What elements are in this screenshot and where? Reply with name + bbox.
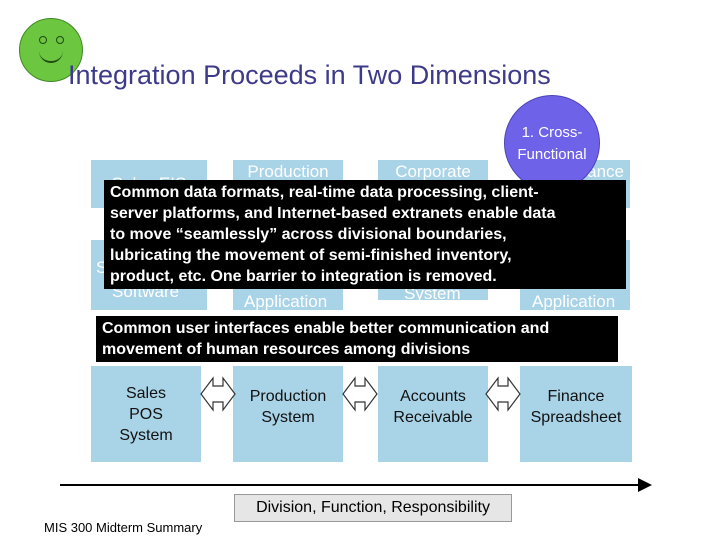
- bottom-box-line: Spreadsheet: [530, 409, 622, 426]
- upper-box-label: Corporate: [395, 162, 471, 181]
- footer-text: MIS 300 Midterm Summary: [44, 520, 203, 535]
- bottom-box-line: Accounts: [400, 388, 466, 405]
- overlay-text-integration: Common data formats, real-time data proc…: [104, 180, 626, 289]
- double-arrow-icon: [342, 376, 378, 412]
- double-arrow-icon: [485, 376, 521, 412]
- bottom-box-line: POS: [129, 405, 163, 423]
- overlay-line: to move “seamlessly” across divisional b…: [110, 226, 507, 243]
- badge-line-2: Functional: [517, 146, 587, 163]
- overlay-line: product, etc. One barrier to integration…: [110, 268, 497, 285]
- bottom-box-accounts: Accounts Receivable: [378, 366, 488, 462]
- bottom-box-line: Production: [249, 388, 327, 405]
- middle-fragment-production: Application: [244, 292, 328, 311]
- overlay-line: Common data formats, real-time data proc…: [110, 184, 539, 201]
- bottom-box-finance: Finance Spreadsheet: [520, 366, 632, 462]
- overlay-line: movement of human resources among divisi…: [102, 341, 471, 358]
- middle-fragment-left: S: [96, 258, 108, 277]
- bottom-box-line: System: [261, 409, 315, 426]
- bottom-box-sales: Sales POS System: [91, 366, 201, 462]
- axis-label: Division, Function, Responsibility: [234, 494, 512, 522]
- cross-functional-badge: 1. Cross- Functional: [504, 95, 600, 191]
- slide-title: Integration Proceeds in Two Dimensions: [68, 60, 551, 90]
- upper-box-label: Production: [247, 162, 329, 181]
- overlay-line: lubricating the movement of semi-finishe…: [110, 247, 512, 264]
- axis-arrow-icon: [638, 478, 652, 492]
- overlay-line: Common user interfaces enable better com…: [102, 320, 550, 337]
- bottom-box-line: Receivable: [393, 409, 473, 426]
- middle-fragment-finance: Application: [532, 292, 616, 311]
- smiley-eye-right: [56, 36, 64, 44]
- overlay-text-user-interfaces: Common user interfaces enable better com…: [96, 316, 618, 362]
- bottom-box-line: Finance: [547, 388, 605, 405]
- horizontal-axis: [60, 484, 640, 486]
- badge-line-1: 1. Cross-: [521, 124, 583, 141]
- smiley-mouth: [39, 47, 63, 63]
- double-arrow-icon: [200, 376, 236, 412]
- overlay-line: server platforms, and Internet-based ext…: [110, 205, 556, 222]
- bottom-box-production: Production System: [233, 366, 343, 462]
- bottom-box-line: Sales: [125, 384, 167, 402]
- bottom-box-line: System: [119, 426, 173, 444]
- smiley-eye-left: [39, 36, 47, 44]
- smiley-icon: [19, 18, 83, 82]
